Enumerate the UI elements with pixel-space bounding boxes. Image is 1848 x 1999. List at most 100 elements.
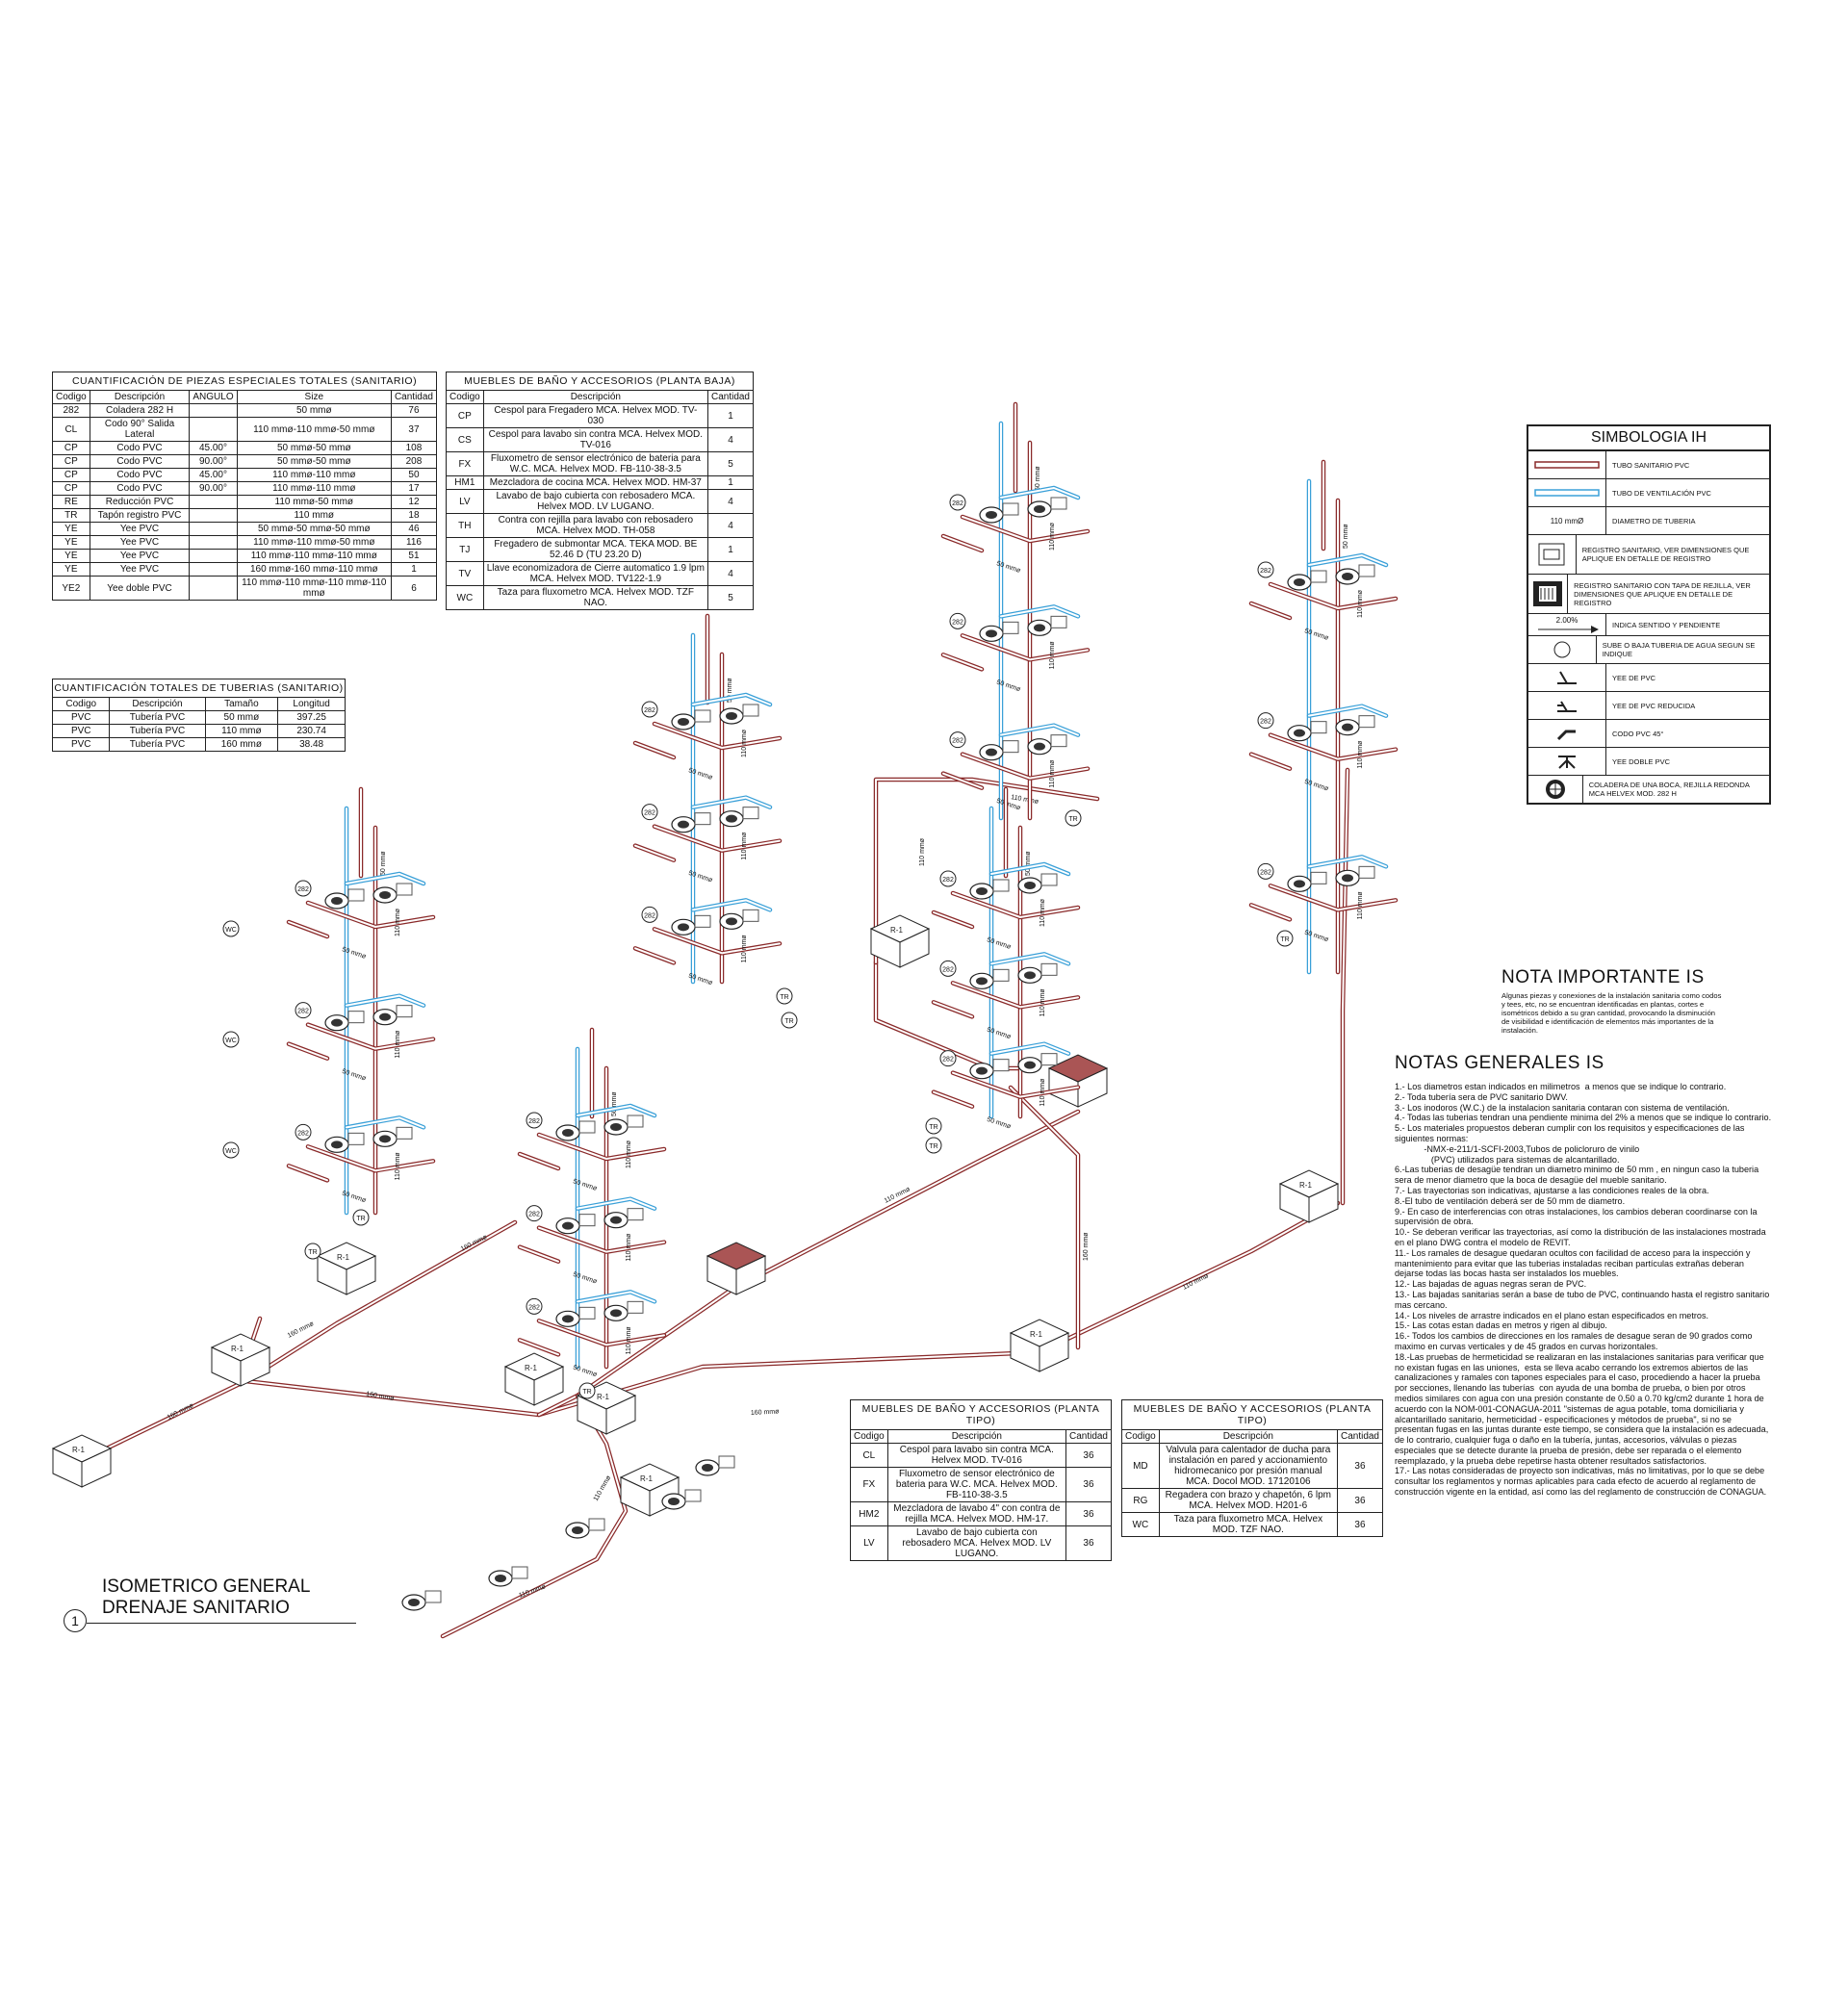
vent-branch	[577, 1105, 655, 1116]
table-cell: 36	[1065, 1443, 1113, 1468]
dimension-label: 110 mmø	[1357, 589, 1364, 618]
table-cell	[189, 522, 238, 536]
drain-branch-outline	[305, 900, 436, 930]
table-cell: Codo PVC	[89, 468, 191, 482]
coladera-tag-circle	[526, 1297, 543, 1315]
wc-bowl	[1024, 1061, 1036, 1069]
vent-branch	[346, 1116, 424, 1129]
vent-branch	[1308, 705, 1387, 717]
wc-bowl	[678, 820, 689, 829]
table-cell: Valvula para calentador de ducha para in…	[1158, 1443, 1338, 1489]
table-cell: CP	[52, 481, 90, 496]
legend-row: REGISTRO SANITARIO, VER DIMENSIONES QUE …	[1528, 535, 1769, 575]
table-cell: 110 mmø-50 mmø	[236, 495, 392, 509]
dimension-label: 110 mmø	[593, 1474, 613, 1502]
lavabo-fixture	[627, 1208, 644, 1221]
coladera-tag-circle	[526, 1205, 543, 1222]
legend-label: TUBO DE VENTILACIÓN PVC	[1612, 488, 1711, 498]
table-cell: CP	[52, 468, 90, 482]
table-title: CUANTIFICACIÓN DE PIEZAS ESPECIALES TOTA…	[52, 372, 437, 390]
table-title: CUANTIFICACIÓN TOTALES DE TUBERIAS (SANI…	[52, 679, 346, 697]
dimension-label: 160 mmø	[751, 1408, 781, 1417]
table-cell: 6	[390, 576, 438, 601]
drain-branch-outline	[652, 721, 783, 751]
table-cell: 4	[706, 489, 755, 514]
wc-bowl	[726, 712, 737, 720]
table-title: MUEBLES DE BAÑO Y ACCESORIOS (PLANTA TIP…	[850, 1399, 1112, 1429]
diameter-text: 110 mmØ	[1528, 507, 1606, 534]
lavabo-fixture	[742, 909, 759, 922]
tr-tag-circle	[776, 987, 793, 1005]
lavabo-fixture	[694, 709, 711, 723]
dimension-label: 110 mmø	[395, 908, 401, 936]
collector-110	[442, 1395, 627, 1637]
drawing-number-text: 1	[71, 1613, 79, 1628]
note-item: 4.- Todas las tuberias tendran una pendi…	[1395, 1113, 1772, 1123]
legend-label: CODO PVC 45°	[1612, 729, 1664, 738]
table-cell: HM1	[446, 475, 484, 490]
vent-branch	[692, 796, 771, 808]
drain-branch	[933, 1001, 973, 1018]
table-cell: TR	[52, 508, 90, 523]
wc-bowl	[1294, 880, 1305, 888]
column-header: Codigo	[850, 1429, 888, 1444]
dimension-label: 160 mmø	[1083, 1232, 1090, 1261]
drawing-number: 1	[64, 1609, 87, 1632]
vent-branch	[990, 953, 1069, 965]
column-header: Cantidad	[1336, 1429, 1384, 1444]
wc-bowl	[678, 718, 689, 726]
table-cell: 37	[390, 417, 438, 442]
note-item: (PVC) utilizados para sistemas de alcant…	[1395, 1154, 1620, 1165]
wc-bowl	[1034, 505, 1045, 513]
vent-branch	[990, 1042, 1069, 1055]
table-cell: 208	[390, 454, 438, 469]
dimension-label: 110 mmø	[741, 832, 748, 860]
collector-110	[1010, 1087, 1079, 1348]
wc-tag-circle	[222, 1141, 240, 1159]
dimension-label: 160 mmø	[167, 1402, 195, 1422]
notas-generales: NOTAS GENERALES IS 1.- Los diametros est…	[1395, 1053, 1772, 1498]
lavabo-fixture	[1002, 621, 1019, 634]
drawing-title-line2: DRENAJE SANITARIO	[102, 1598, 290, 1618]
table-cell: Fregadero de submontar MCA. TEKA MOD. BE…	[482, 537, 708, 562]
wc-bowl	[331, 1140, 343, 1149]
legend-title: SIMBOLOGIA IH	[1528, 426, 1769, 451]
dimension-label: 110 mmø	[919, 837, 926, 866]
table-cell: 160 mmø-160 mmø-110 mmø	[236, 562, 392, 577]
wc-bowl	[562, 1221, 574, 1230]
note-item: -NMX-e-211/1-SCFI-2003,Tubos de policlor…	[1395, 1143, 1640, 1154]
drawing-title-line1: ISOMETRICO GENERAL	[102, 1576, 311, 1597]
wc-bowl	[1024, 882, 1036, 889]
registro-rejilla	[1047, 1054, 1109, 1108]
table-cell: Llave economizadora de Cierre automatico…	[482, 561, 708, 586]
lavabo-fixture	[992, 1059, 1010, 1072]
vent-branch	[577, 1197, 655, 1210]
table-cell: 50 mmø-50 mmø	[236, 454, 392, 469]
tr-tag-text: TR	[582, 1389, 591, 1396]
column-header: Codigo	[446, 390, 484, 404]
column-header: ANGULO	[189, 390, 238, 404]
drain-branch	[1250, 753, 1291, 770]
dimension-label: 110 mmø	[1040, 898, 1046, 927]
lavabo-fixture	[511, 1566, 528, 1579]
wc-bowl	[976, 887, 988, 895]
note-item: 5.- Los materiales propuestos deberan cu…	[1395, 1123, 1747, 1143]
dimension-label: 110 mmø	[1357, 891, 1364, 920]
registro-tapa-icon	[1528, 575, 1569, 613]
registro-tag: R-1	[1299, 1181, 1312, 1190]
tr-tag-text: TR	[929, 1143, 937, 1150]
drain-branch	[962, 753, 1089, 780]
table-cell: YE	[52, 549, 90, 563]
legend-label: YEE DE PVC REDUCIDA	[1612, 701, 1696, 710]
table-cell: Mezcladora de lavabo 4" con contra de re…	[886, 1501, 1066, 1526]
registro-box: R-1	[503, 1352, 565, 1406]
